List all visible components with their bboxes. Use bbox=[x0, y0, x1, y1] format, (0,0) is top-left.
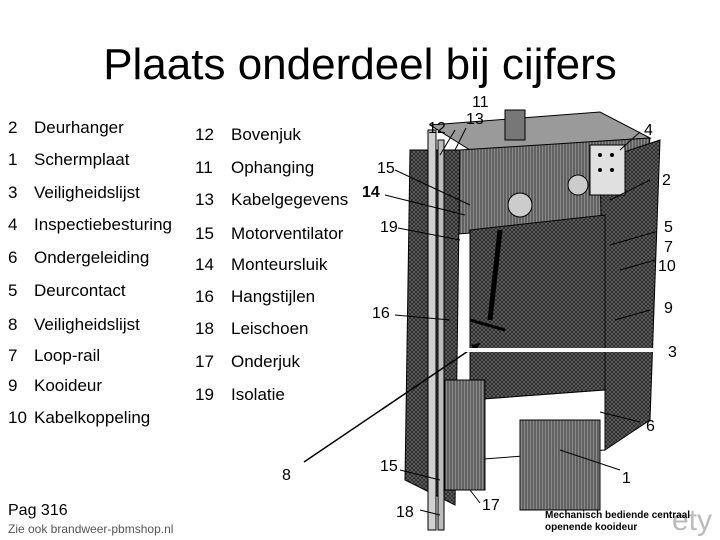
callout-label: 4 bbox=[644, 122, 653, 139]
callout-label: 11 bbox=[472, 94, 489, 111]
callout-label: 3 bbox=[668, 344, 677, 361]
callout-label: 5 bbox=[664, 219, 673, 236]
callout-label: 10 bbox=[658, 258, 676, 275]
callout-label: 7 bbox=[664, 239, 673, 256]
callout-label: 16 bbox=[372, 305, 390, 322]
watermark: ety bbox=[672, 504, 712, 537]
page-title: Plaats onderdeel bij cijfers bbox=[103, 40, 617, 89]
callout-label: 19 bbox=[380, 219, 398, 236]
figure-caption: Mechanisch bediende centraal openende ko… bbox=[545, 510, 691, 533]
callout-label: 15 bbox=[377, 160, 395, 177]
callout-label: 2 bbox=[662, 172, 671, 189]
callout-label: 8 bbox=[282, 467, 291, 484]
callout-label: 13 bbox=[466, 111, 484, 128]
callout-label: 18 bbox=[396, 504, 414, 521]
callout-label: 1 bbox=[622, 470, 631, 487]
callout-label: 14 bbox=[362, 184, 380, 201]
callout-label: 9 bbox=[664, 300, 673, 317]
callout-label: 12 bbox=[428, 120, 446, 137]
callout-label: 6 bbox=[646, 418, 655, 435]
source-link[interactable]: Zie ook brandweer-pbmshop.nl bbox=[8, 522, 174, 536]
callout-label: 15 bbox=[380, 458, 398, 475]
callout-label: 17 bbox=[482, 497, 500, 514]
page-number: Pag 316 bbox=[8, 502, 68, 519]
